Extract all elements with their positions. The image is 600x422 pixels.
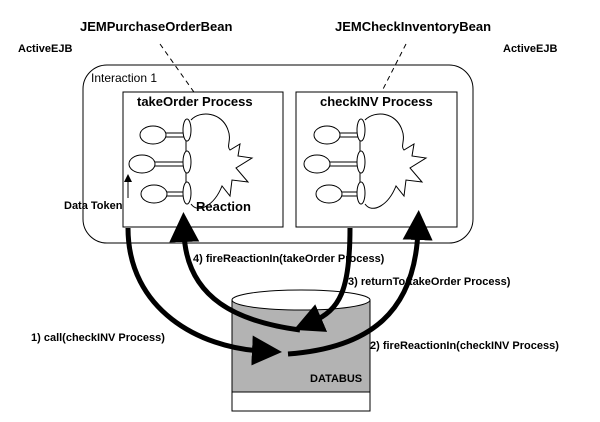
- arrow-step3-return-to: [293, 227, 353, 332]
- step2-label: 2) fireReactionIn(checkINV Process): [370, 340, 559, 352]
- arrow-step2-fire-reaction-check-inv: [287, 210, 433, 357]
- step3-label: 3) returnTo(takeOrder Process): [348, 276, 511, 288]
- databus-label: DATABUS: [310, 373, 362, 385]
- bean-label-purchase-order: JEMPurchaseOrderBean: [80, 19, 233, 34]
- arrow-step1-call: [125, 227, 282, 366]
- bean-label-check-inventory: JEMCheckInventoryBean: [335, 19, 491, 34]
- interaction-label: Interaction 1: [91, 71, 157, 85]
- check-inv-internals: [303, 113, 428, 209]
- interaction-container: [82, 64, 474, 244]
- activeejb-label-left: ActiveEJB: [18, 43, 72, 55]
- take-order-internals: [128, 113, 254, 209]
- activeejb-label-right: ActiveEJB: [503, 43, 557, 55]
- process-label-check-inv: checkINV Process: [320, 94, 433, 109]
- step1-label: 1) call(checkINV Process): [31, 332, 165, 344]
- data-token-label: Data Token: [64, 200, 123, 212]
- arrow-step4-fire-reaction-take-order: [169, 212, 301, 333]
- leader-line-check-inventory: [379, 43, 407, 96]
- process-label-take-order: takeOrder Process: [137, 94, 253, 109]
- leader-line-purchase-order: [159, 43, 197, 96]
- reaction-label: Reaction: [196, 199, 251, 214]
- step4-label: 4) fireReactionIn(takeOrder Process): [193, 253, 385, 265]
